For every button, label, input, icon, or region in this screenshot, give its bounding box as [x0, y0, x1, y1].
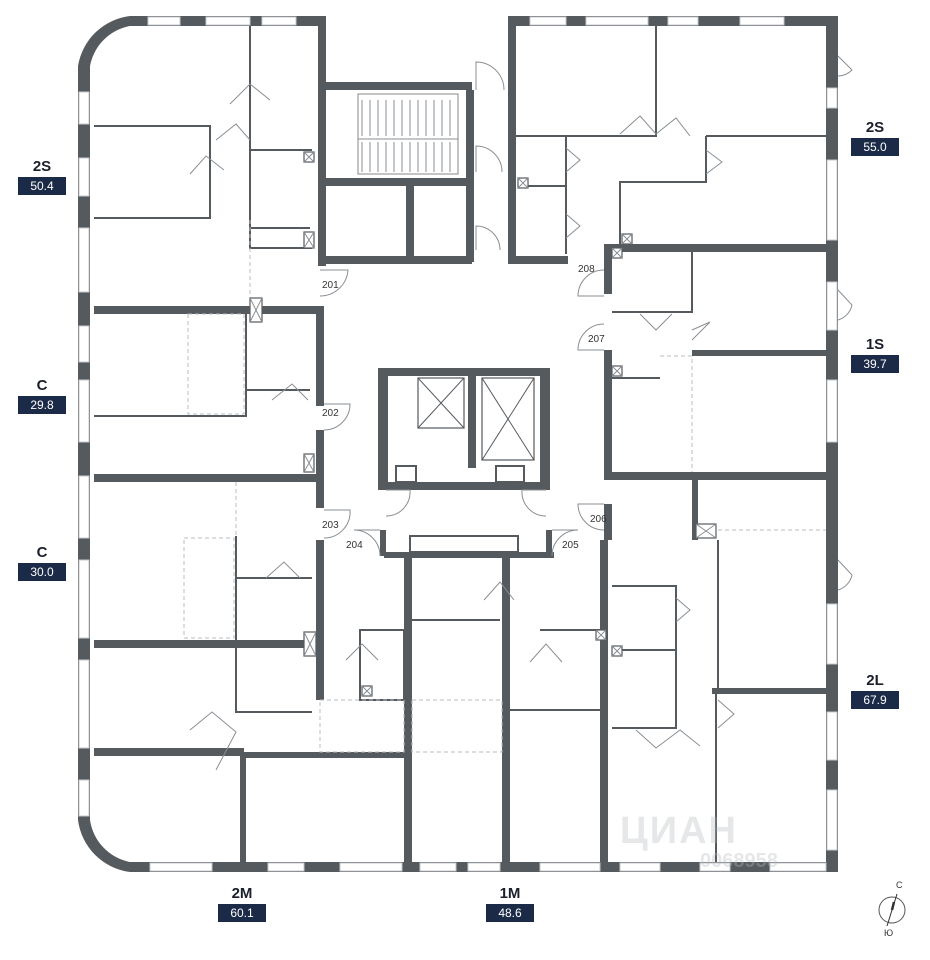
apartment-area: 29.8 [18, 396, 66, 414]
dashed-outlines [183, 220, 826, 753]
apartment-type: 2L [851, 671, 899, 691]
apartment-area: 50.4 [18, 177, 66, 195]
compass-icon: С Ю [872, 880, 912, 940]
interior-walls [94, 16, 830, 862]
door-swings [189, 55, 853, 771]
apartment-type: 1S [851, 335, 899, 355]
windows [78, 16, 838, 872]
apartment-tag[interactable]: 2M 60.1 [218, 884, 266, 922]
room-number: 203 [322, 520, 339, 531]
apartment-area: 48.6 [486, 904, 534, 922]
apartment-tag[interactable]: 2S 55.0 [851, 118, 899, 156]
room-numbers: 201 202 203 204 205 206 207 208 [322, 264, 607, 551]
apartment-tag[interactable]: 1S 39.7 [851, 335, 899, 373]
apartment-type: C [18, 543, 66, 563]
apartment-tag[interactable]: 2S 50.4 [18, 157, 66, 195]
room-number: 205 [562, 540, 579, 551]
compass-south-label: Ю [884, 928, 894, 938]
staircase [357, 93, 459, 175]
apartment-area: 39.7 [851, 355, 899, 373]
apartment-area: 55.0 [851, 138, 899, 156]
apartment-type: 2M [218, 884, 266, 904]
apartment-area: 60.1 [218, 904, 266, 922]
apartment-tag[interactable]: C 30.0 [18, 543, 66, 581]
apartment-tag[interactable]: 1M 48.6 [486, 884, 534, 922]
compass-dial [878, 893, 906, 927]
vent-shafts [249, 151, 717, 697]
room-number: 201 [322, 280, 339, 291]
room-number: 206 [590, 514, 607, 525]
room-number: 207 [588, 334, 605, 345]
compass-north-label: С [896, 880, 903, 890]
apartment-area: 67.9 [851, 691, 899, 709]
partitions [94, 26, 826, 862]
room-number: 208 [578, 264, 595, 275]
apartment-type: 1M [486, 884, 534, 904]
watermark-code: 0068958 [700, 850, 778, 872]
room-number: 202 [322, 408, 339, 419]
apartment-type: C [18, 376, 66, 396]
apartment-type: 2S [851, 118, 899, 138]
elevator-core [378, 368, 550, 553]
apartment-area: 30.0 [18, 563, 66, 581]
apartment-tag[interactable]: 2L 67.9 [851, 671, 899, 709]
apartment-type: 2S [18, 157, 66, 177]
apartment-tag[interactable]: C 29.8 [18, 376, 66, 414]
room-number: 204 [346, 540, 363, 551]
watermark-brand: ЦИАН [620, 810, 738, 852]
